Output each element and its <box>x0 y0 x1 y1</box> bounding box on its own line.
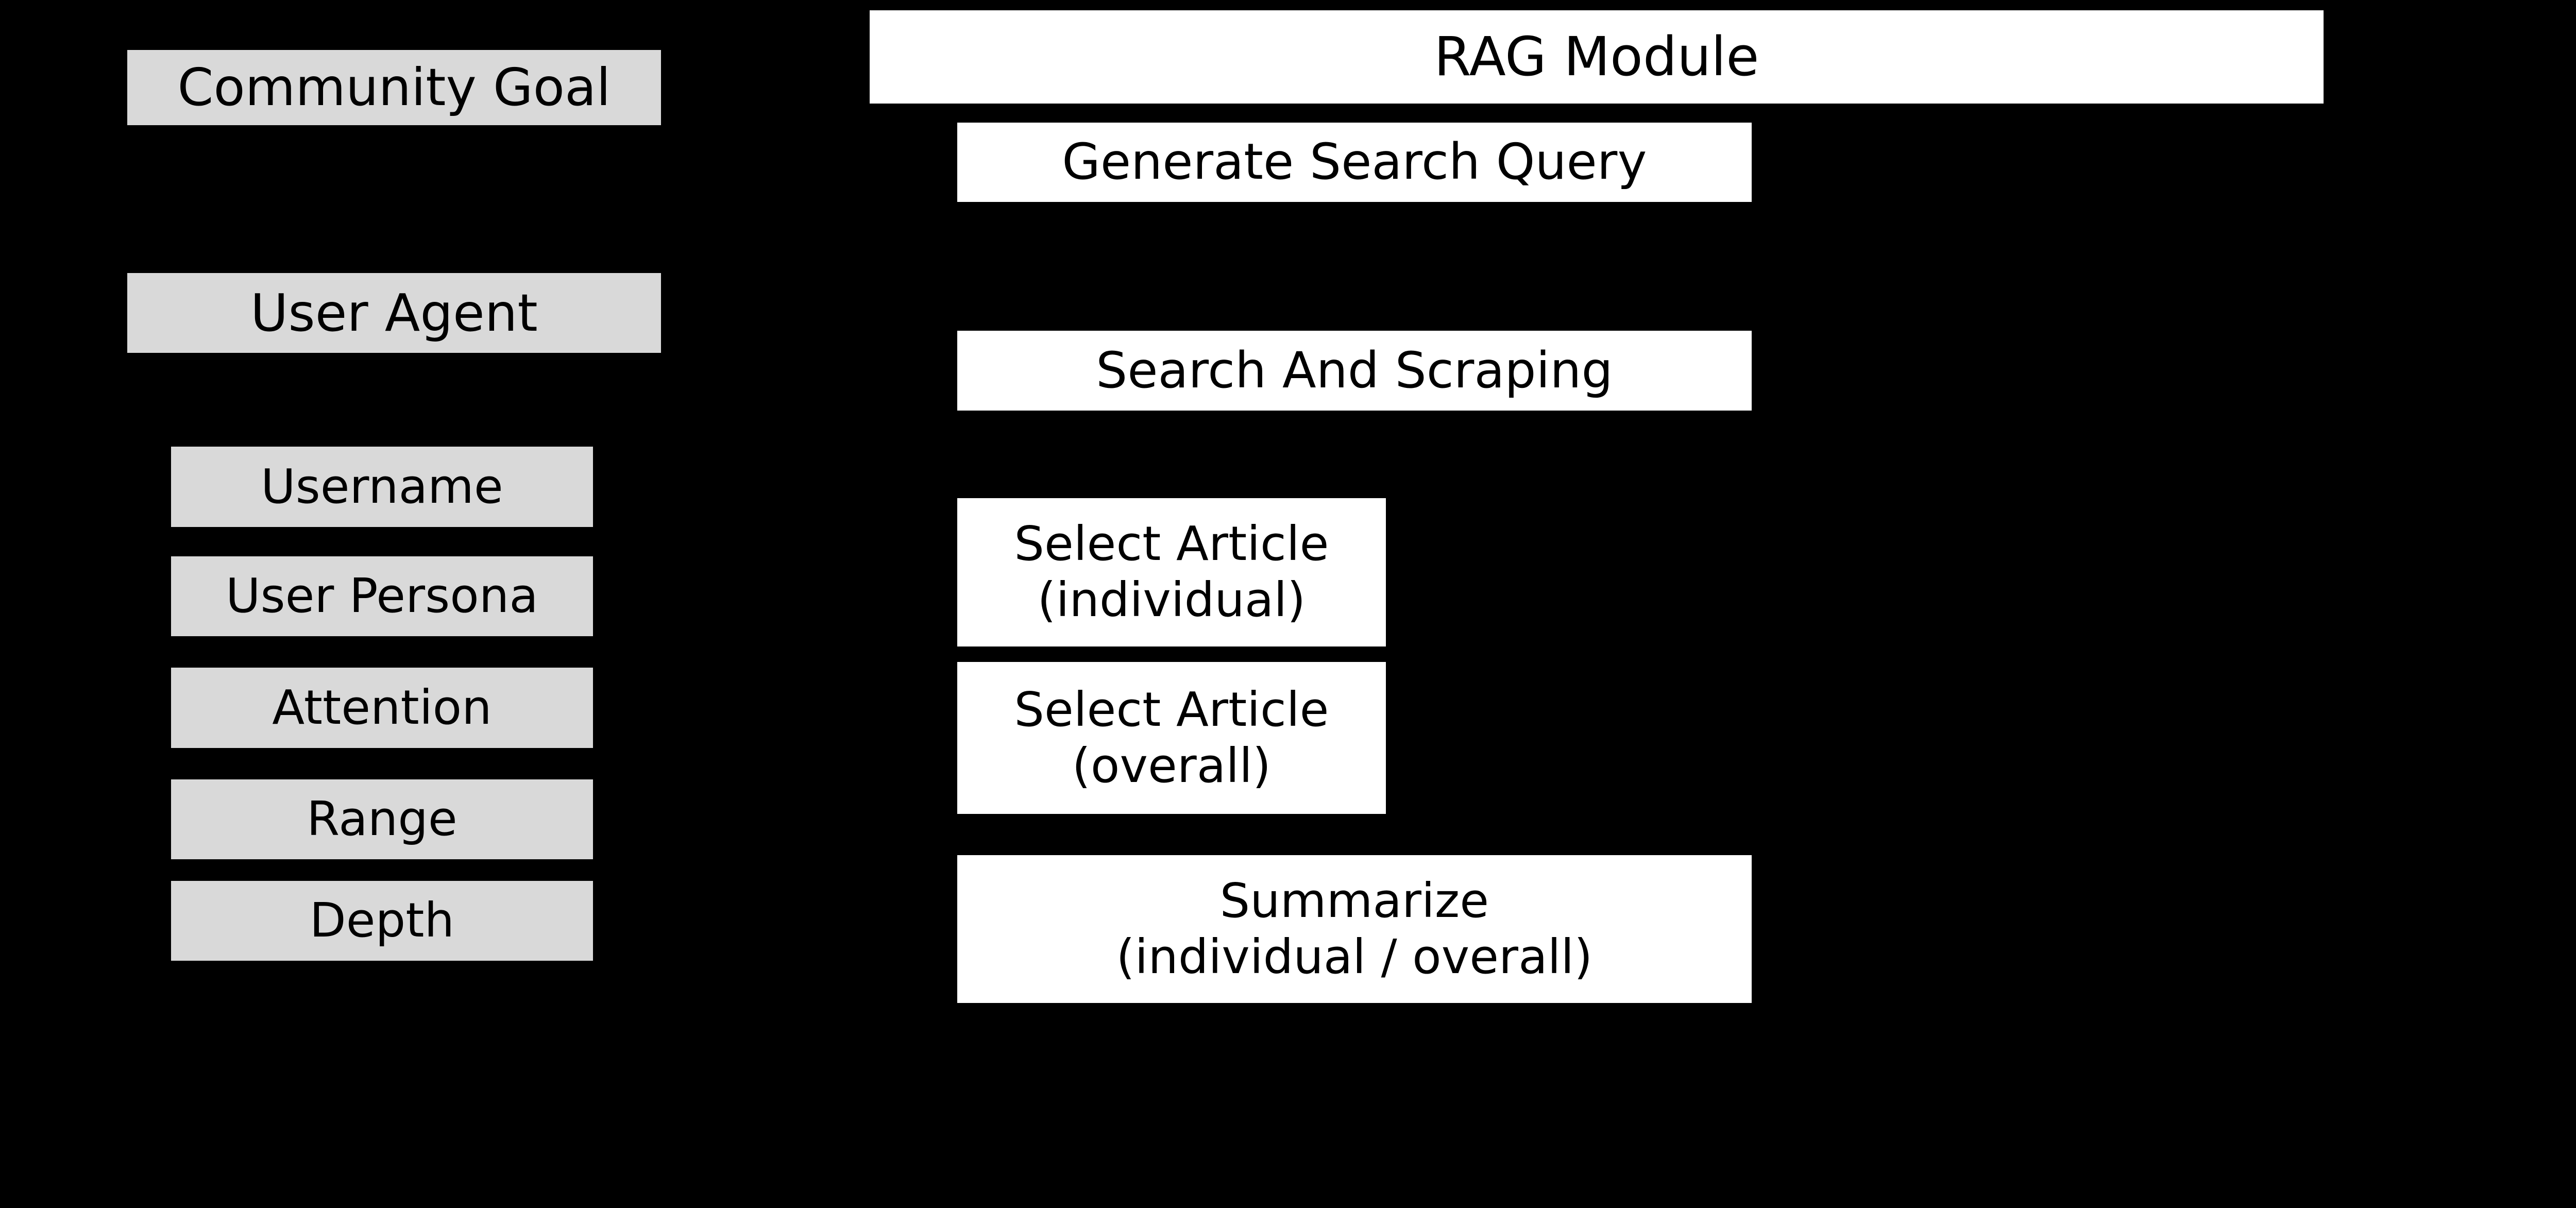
block-user-persona[interactable]: User Persona <box>171 556 593 636</box>
block-generate-search-query[interactable]: Generate Search Query <box>957 123 1752 202</box>
block-select-article-overall[interactable]: Select Article (overall) <box>957 662 1386 814</box>
block-attention[interactable]: Attention <box>171 668 593 748</box>
block-range[interactable]: Range <box>171 779 593 859</box>
block-community-goal[interactable]: Community Goal <box>127 50 661 125</box>
block-user-agent[interactable]: User Agent <box>127 273 661 353</box>
block-depth[interactable]: Depth <box>171 881 593 961</box>
block-select-article-individual[interactable]: Select Article (individual) <box>957 498 1386 646</box>
block-username[interactable]: Username <box>171 447 593 527</box>
block-search-and-scraping[interactable]: Search And Scraping <box>957 331 1752 411</box>
block-summarize[interactable]: Summarize (individual / overall) <box>957 855 1752 1003</box>
block-rag-module[interactable]: RAG Module <box>870 10 2324 104</box>
